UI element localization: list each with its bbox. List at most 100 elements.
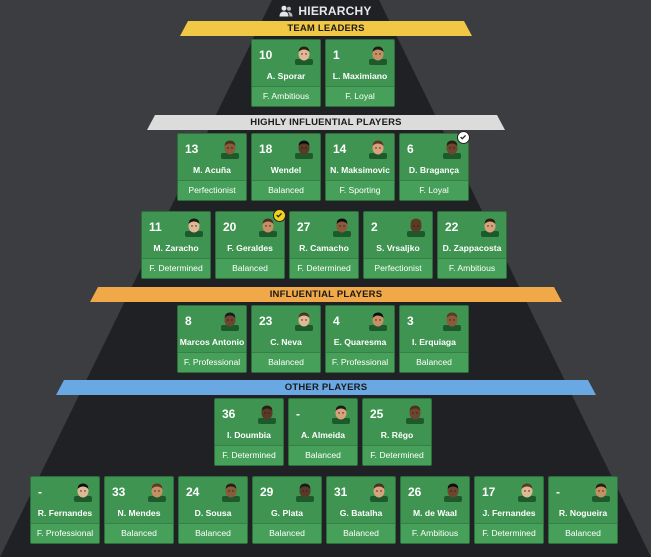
yellow-badge-icon bbox=[273, 209, 286, 222]
player-number: 29 bbox=[260, 485, 274, 499]
player-name: R. Rêgo bbox=[380, 430, 414, 440]
player-face-icon bbox=[259, 217, 277, 237]
player-personality: F. Ambitious bbox=[438, 258, 506, 278]
player-personality: F. Determined bbox=[142, 258, 210, 278]
player-number: 17 bbox=[482, 485, 496, 499]
player-name: D. Sousa bbox=[194, 508, 232, 518]
player-name: R. Fernandes bbox=[37, 508, 93, 518]
player-name: R. Nogueira bbox=[558, 508, 608, 518]
player-name: N. Mendes bbox=[117, 508, 161, 518]
player-card-header: 10 A. Sporar bbox=[252, 40, 320, 88]
player-card-header: 24 D. Sousa bbox=[179, 477, 247, 525]
player-personality: F. Professional bbox=[326, 352, 394, 372]
player-name: A. Almeida bbox=[300, 430, 346, 440]
player-face-icon bbox=[258, 404, 276, 424]
player-name: G. Plata bbox=[271, 508, 303, 518]
player-card[interactable]: 10 A. Sporar F. Ambitious bbox=[251, 39, 321, 107]
section-team-leaders: TEAM LEADERS bbox=[180, 21, 472, 36]
player-face-icon bbox=[221, 139, 239, 159]
player-personality: Balanced bbox=[216, 258, 284, 278]
player-face-icon bbox=[295, 311, 313, 331]
player-number: 24 bbox=[186, 485, 200, 499]
player-face-icon bbox=[296, 482, 314, 502]
player-personality: F. Professional bbox=[31, 523, 99, 543]
player-number: 22 bbox=[445, 220, 459, 234]
player-name: E. Quaresma bbox=[333, 337, 387, 347]
page-title: HIERARCHY bbox=[0, 3, 651, 19]
player-name: F. Geraldes bbox=[227, 243, 273, 253]
player-name: N. Maksimovic bbox=[330, 165, 390, 175]
player-name: L. Maximiano bbox=[332, 71, 388, 81]
player-card-header: 29 G. Plata bbox=[253, 477, 321, 525]
player-name: Wendel bbox=[270, 165, 302, 175]
player-card-header: 25 R. Rêgo bbox=[363, 399, 431, 447]
player-face-icon bbox=[592, 482, 610, 502]
player-name: D. Bragança bbox=[408, 165, 460, 175]
player-number: - bbox=[556, 485, 560, 499]
player-card[interactable]: 22 D. Zappacosta F. Ambitious bbox=[437, 211, 507, 279]
player-personality: Balanced bbox=[252, 180, 320, 200]
player-number: 14 bbox=[333, 142, 347, 156]
player-name: J. Fernandes bbox=[482, 508, 536, 518]
player-personality: F. Ambitious bbox=[252, 86, 320, 106]
player-name: R. Camacho bbox=[299, 243, 349, 253]
player-number: 25 bbox=[370, 407, 384, 421]
player-personality: Perfectionist bbox=[364, 258, 432, 278]
player-personality: F. Determined bbox=[290, 258, 358, 278]
player-personality: F. Loyal bbox=[400, 180, 468, 200]
player-personality: Balanced bbox=[105, 523, 173, 543]
page-title-text: HIERARCHY bbox=[298, 4, 372, 18]
player-name: D. Zappacosta bbox=[442, 243, 502, 253]
player-number: 23 bbox=[259, 314, 273, 328]
player-number: 31 bbox=[334, 485, 348, 499]
player-personality: Balanced bbox=[252, 352, 320, 372]
player-card-header: -A. Almeida bbox=[289, 399, 357, 447]
player-number: 26 bbox=[408, 485, 422, 499]
section-highly-influential: HIGHLY INFLUENTIAL PLAYERS bbox=[147, 115, 505, 130]
player-personality: F. Ambitious bbox=[401, 523, 469, 543]
player-number: 10 bbox=[259, 48, 273, 62]
player-face-icon bbox=[444, 482, 462, 502]
player-name: I. Doumbia bbox=[227, 430, 271, 440]
player-face-icon bbox=[295, 139, 313, 159]
player-name: A. Sporar bbox=[266, 71, 306, 81]
player-number: 13 bbox=[185, 142, 199, 156]
player-number: 33 bbox=[112, 485, 126, 499]
player-personality: Balanced bbox=[400, 352, 468, 372]
